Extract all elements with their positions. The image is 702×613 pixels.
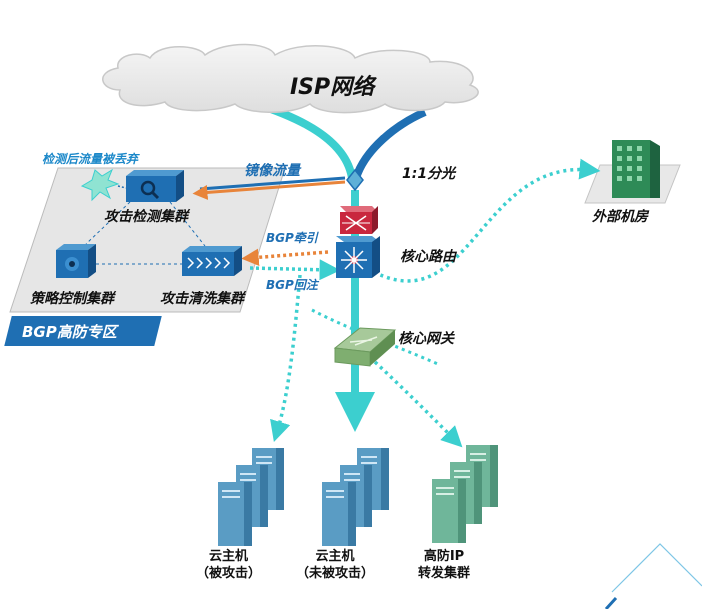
bgp-reinject-line xyxy=(249,259,341,281)
bgp-divert-label: BGP牵引 xyxy=(266,231,318,245)
corner-decoration-2 xyxy=(604,596,618,611)
mirror-label: 镜像流量 xyxy=(244,163,300,179)
server-icon xyxy=(218,448,284,546)
building-icon xyxy=(612,140,660,198)
bgp-reinject-label: BGP回注 xyxy=(266,278,318,292)
router-label: 核心路由 xyxy=(400,249,456,265)
ha-ip-label: 高防IP 转发集群 xyxy=(418,549,471,581)
policy-device xyxy=(56,244,96,278)
corner-decoration xyxy=(611,543,702,593)
zone-link-2 xyxy=(85,201,131,245)
drop-note: 检测后流量被丢弃 xyxy=(42,152,139,166)
cleaning-device xyxy=(182,246,242,276)
magnifier-icon xyxy=(150,190,160,200)
split-label: 1:1分光 xyxy=(402,166,456,182)
cloud-icon xyxy=(102,43,479,114)
cleaning-label: 攻击清洗集群 xyxy=(160,291,244,307)
gateway-label: 核心网关 xyxy=(398,331,454,347)
firewall-icon xyxy=(340,206,378,234)
detection-drop-line xyxy=(117,185,127,189)
link-left-hosts xyxy=(270,274,302,443)
detection-label: 攻击检测集群 xyxy=(104,209,188,225)
switch-icon xyxy=(333,327,397,367)
bgp-divert-line xyxy=(241,248,329,267)
server-icon xyxy=(322,448,389,546)
isp-title: ISP网络 xyxy=(290,75,375,100)
detection-device xyxy=(126,170,184,202)
zone-tag-label: BGP高防专区 xyxy=(22,323,117,341)
external-link xyxy=(373,158,601,283)
host-label-attacked: 云主机 （被攻击） xyxy=(196,549,262,581)
host-label-unattacked: 云主机 （未被攻击） xyxy=(296,549,375,581)
mirror-line-orange xyxy=(192,180,346,200)
server-icon xyxy=(432,445,498,543)
splitter-icon xyxy=(346,168,364,192)
link-ha-cluster xyxy=(373,360,463,448)
router-icon xyxy=(336,236,380,278)
policy-label: 策略控制集群 xyxy=(30,291,114,307)
link-ha-cluster-2 xyxy=(311,308,441,367)
mirror-line-blue xyxy=(199,176,346,191)
uplink-blue xyxy=(352,108,427,180)
external-room-label: 外部机房 xyxy=(592,209,648,225)
explosion-icon xyxy=(80,168,120,202)
